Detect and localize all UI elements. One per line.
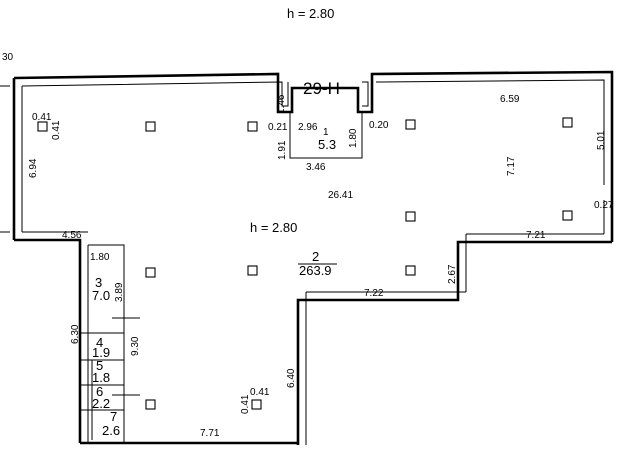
room-4-area: 1.9 — [92, 345, 110, 360]
dimension-label: 7.21 — [526, 230, 546, 241]
dimension-label: 9.30 — [130, 336, 141, 356]
dimension-label: 6.30 — [70, 324, 81, 344]
dimension-label: 0.21 — [268, 122, 288, 133]
dimension-label: 2.96 — [298, 122, 318, 133]
dimension-label: 0.27 — [594, 200, 614, 211]
room-5-number: 5 — [96, 358, 103, 373]
room-1-area: 5.3 — [318, 137, 336, 152]
column — [405, 265, 416, 276]
room-2-number: 2 — [312, 249, 319, 264]
room-5-area: 1.8 — [92, 370, 110, 385]
dimension-label: 1.91 — [277, 140, 288, 160]
dimension-label: 0.41 — [240, 394, 251, 414]
column — [562, 210, 573, 221]
dimension-label: 7.71 — [200, 428, 220, 439]
column-markers — [37, 117, 573, 410]
dimension-label: 0.41 — [51, 120, 62, 140]
service-rooms-partitions — [80, 244, 140, 443]
column — [405, 119, 416, 130]
room-6-area: 2.2 — [92, 396, 110, 411]
room-7-number: 7 — [110, 409, 117, 424]
column — [247, 265, 258, 276]
dimension-label: 2.67 — [447, 264, 458, 284]
column — [145, 121, 156, 132]
column — [405, 211, 416, 222]
unit-code: 29-H — [303, 79, 340, 98]
dimension-label: 6.40 — [286, 368, 297, 388]
column — [251, 399, 262, 410]
dimension-label: 4.56 — [62, 230, 82, 241]
column — [562, 117, 573, 128]
room-1-number: 1 — [323, 127, 329, 138]
dimension-label: 0.20 — [369, 120, 389, 131]
dimension-label: 0.41 — [32, 112, 52, 123]
column — [145, 399, 156, 410]
dimension-label: 5.01 — [596, 130, 607, 150]
dimension-label: 0.41 — [250, 387, 270, 398]
column — [37, 121, 48, 132]
room-3-area: 7.0 — [92, 288, 110, 303]
edge-fragment: 30 — [2, 52, 14, 63]
dimension-label: 7.17 — [506, 156, 517, 176]
dimension-label: 3.46 — [306, 162, 326, 173]
room-7-area: 2.6 — [102, 423, 120, 438]
room-2-height: h = 2.80 — [250, 220, 297, 235]
dimension-label: 1.80 — [348, 128, 359, 148]
column — [145, 267, 156, 278]
column — [247, 121, 258, 132]
dimension-label: 1.80 — [90, 252, 110, 263]
room-1-enclosure — [289, 112, 363, 159]
outer-walls — [0, 70, 614, 445]
dimension-label: 26.41 — [328, 190, 353, 201]
dimension-label: 6.59 — [500, 94, 520, 105]
ceiling-height-header: h = 2.80 — [287, 6, 334, 21]
room-4-number: 4 — [96, 335, 103, 350]
dimension-label: 3.89 — [114, 282, 125, 302]
room-3-number: 3 — [95, 275, 102, 290]
room-6-number: 6 — [96, 384, 103, 399]
room-2-area: 263.9 — [299, 263, 332, 278]
dimension-label: 6.94 — [28, 158, 39, 178]
dimension-label: 7.22 — [364, 288, 384, 299]
dimension-label: 1.46 — [276, 94, 287, 114]
